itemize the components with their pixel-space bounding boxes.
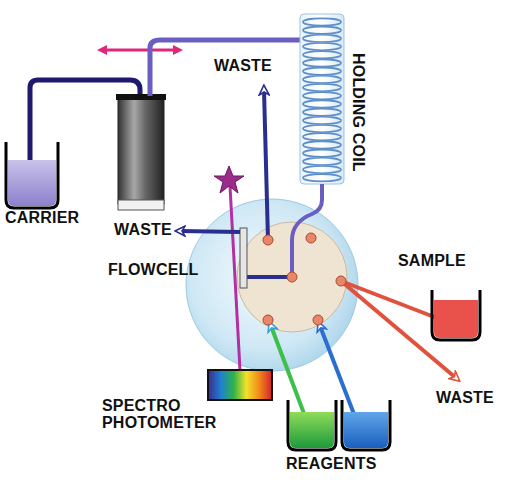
valve-body bbox=[186, 199, 358, 371]
coil-winding bbox=[303, 158, 341, 165]
sample-beaker bbox=[432, 290, 480, 340]
spectrophotometer bbox=[208, 370, 272, 400]
coil-winding bbox=[303, 18, 341, 25]
holding-coil-label: HOLDING COIL bbox=[349, 53, 366, 172]
coil-winding bbox=[303, 133, 341, 140]
syringe-pump bbox=[118, 96, 164, 204]
reagents-label: REAGENTS bbox=[286, 456, 377, 473]
coil-winding bbox=[303, 43, 341, 50]
coil-winding bbox=[303, 51, 341, 58]
pump-base bbox=[118, 200, 164, 210]
coil-winding bbox=[303, 125, 341, 132]
coil-winding bbox=[303, 76, 341, 83]
pump-to-coil-tube bbox=[150, 30, 318, 96]
valve-to-flowcell-tube bbox=[246, 275, 292, 279]
flowcell-label: FLOWCELL bbox=[108, 262, 198, 279]
valve-ports bbox=[263, 233, 346, 325]
carrier-label: CARRIER bbox=[5, 210, 79, 227]
carrier-liquid bbox=[8, 160, 56, 206]
pump-cap bbox=[116, 94, 166, 100]
reagent-liquid bbox=[290, 412, 334, 448]
spectrophotometer-label: SPECTRO PHOTOMETER bbox=[102, 398, 214, 432]
waste-label: WASTE bbox=[214, 58, 272, 75]
coil-winding bbox=[303, 27, 341, 34]
coil-winding bbox=[303, 150, 341, 157]
coil-winding bbox=[303, 35, 341, 42]
carrier-beaker bbox=[6, 142, 58, 208]
coil-winding bbox=[303, 166, 341, 173]
sample-liquid bbox=[434, 300, 478, 338]
coil-winding bbox=[303, 68, 341, 75]
coil-winding bbox=[303, 59, 341, 66]
coil-to-valve-tube bbox=[292, 184, 322, 277]
coil-winding bbox=[303, 100, 341, 107]
reagent-beaker bbox=[288, 400, 336, 450]
coil-winding bbox=[303, 84, 341, 91]
coil-winding bbox=[303, 92, 341, 99]
coil-winding bbox=[303, 174, 341, 181]
reagent-liquid bbox=[344, 412, 388, 448]
coil-winding bbox=[303, 141, 341, 148]
pump-motion-arrow bbox=[102, 49, 178, 52]
coil-windings bbox=[303, 18, 341, 181]
reagent-beaker bbox=[342, 400, 390, 450]
holding-coil-tube bbox=[300, 14, 344, 184]
coil-winding bbox=[303, 117, 341, 124]
coil-winding bbox=[303, 109, 341, 116]
waste-line bbox=[180, 231, 240, 232]
sample-label: SAMPLE bbox=[398, 253, 466, 270]
light-source-star bbox=[214, 166, 244, 193]
waste-label: WASTE bbox=[436, 390, 494, 407]
light-path bbox=[230, 186, 240, 370]
waste-line bbox=[264, 90, 268, 240]
flowcell bbox=[240, 228, 247, 288]
waste-label: WASTE bbox=[114, 222, 172, 239]
